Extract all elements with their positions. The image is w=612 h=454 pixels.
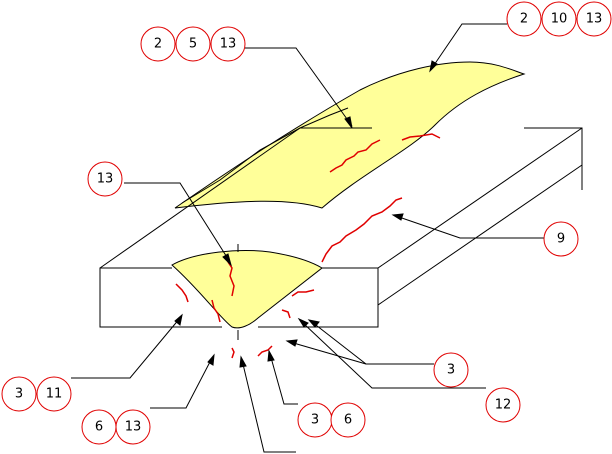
callout-number: 3	[311, 413, 319, 428]
leader-12	[301, 321, 486, 389]
callout-circle	[1, 376, 37, 412]
weld-bead-surface	[174, 61, 526, 209]
callout-3-11: 3 11	[1, 376, 72, 412]
arrowhead-bottom	[239, 355, 247, 368]
callout-circle	[36, 376, 72, 412]
arrowhead-9	[391, 213, 404, 221]
arrowhead-3-11	[174, 313, 183, 326]
arrowhead-6-13	[207, 353, 215, 366]
crack-transverse-plate	[321, 197, 403, 263]
leader-3-a	[311, 321, 434, 365]
callout-number: 3	[447, 363, 455, 378]
plate-back-edge	[99, 127, 301, 269]
crack-below-root-1	[231, 347, 235, 359]
callout-number: 5	[189, 37, 197, 52]
callout-number: 11	[46, 387, 63, 402]
weld-bead-strip	[174, 61, 526, 209]
crack-bead-edge	[401, 133, 441, 141]
plate-front-face-left	[99, 267, 222, 328]
callout-6-13: 6 13	[81, 409, 151, 445]
callout-circle	[175, 26, 211, 62]
callout-circle	[115, 409, 151, 445]
crack-left-toe	[175, 283, 189, 303]
callout-3: 3	[433, 352, 469, 388]
leader-13	[124, 182, 231, 263]
arrowhead-3-6	[267, 349, 275, 362]
arrowhead-13	[222, 253, 232, 267]
callout-number: 9	[557, 232, 565, 247]
callout-12: 12	[485, 387, 521, 423]
leader-3-b	[289, 341, 367, 365]
callout-number: 13	[125, 420, 142, 435]
leader-lines	[71, 23, 544, 453]
leader-3-11	[71, 317, 181, 379]
weld-section-fill	[171, 250, 323, 329]
weld-bead-shadow-edge	[181, 107, 349, 204]
arrowhead-2-5-13	[344, 116, 353, 129]
arrowhead-3-a	[307, 319, 320, 328]
callout-circle	[330, 402, 366, 438]
plate-right-top-edge	[377, 127, 583, 269]
callout-circle	[210, 26, 246, 62]
callout-circle	[485, 387, 521, 423]
crack-weld-center	[227, 261, 235, 297]
crack-right-haz-1	[291, 289, 315, 297]
callout-9: 9	[543, 221, 579, 257]
arrowhead-3-b	[285, 339, 298, 347]
callout-number: 13	[97, 172, 114, 187]
leader-2-10-13	[431, 23, 507, 69]
leader-9	[395, 215, 544, 239]
callout-circle	[541, 1, 577, 37]
callout-number: 13	[220, 37, 237, 52]
crack-longitudinal-bead	[329, 139, 381, 173]
leader-3-6	[269, 353, 298, 405]
callout-number: 12	[495, 398, 512, 413]
plate-right-bottom-edge	[377, 164, 583, 306]
leader-6-13	[150, 357, 213, 409]
crack-root	[211, 299, 221, 323]
leader-bottom	[241, 359, 296, 453]
callout-circle	[433, 352, 469, 388]
crack-right-haz-2	[281, 309, 291, 319]
arrowhead-12	[297, 317, 309, 328]
callout-circle	[87, 161, 123, 197]
callout-circle	[576, 1, 612, 37]
callout-circle	[506, 1, 542, 37]
cracks	[175, 133, 441, 359]
callout-13: 13	[87, 161, 123, 197]
callout-number: 6	[344, 413, 352, 428]
callout-circle	[140, 26, 176, 62]
crack-below-root-2	[257, 345, 273, 357]
callout-2-10-13: 2 10 13	[506, 1, 612, 37]
callout-number: 10	[551, 12, 568, 27]
callout-number: 13	[586, 12, 603, 27]
callout-number: 6	[95, 420, 103, 435]
callout-number: 2	[520, 12, 528, 27]
leader-2-5-13	[245, 47, 353, 127]
callout-2-5-13: 2 5 13	[140, 26, 246, 62]
callout-number: 2	[154, 37, 162, 52]
callout-number: 3	[15, 387, 23, 402]
callout-3-6: 3 6	[297, 402, 366, 438]
callout-circle	[543, 221, 579, 257]
arrowhead-2-10-13	[429, 60, 438, 73]
